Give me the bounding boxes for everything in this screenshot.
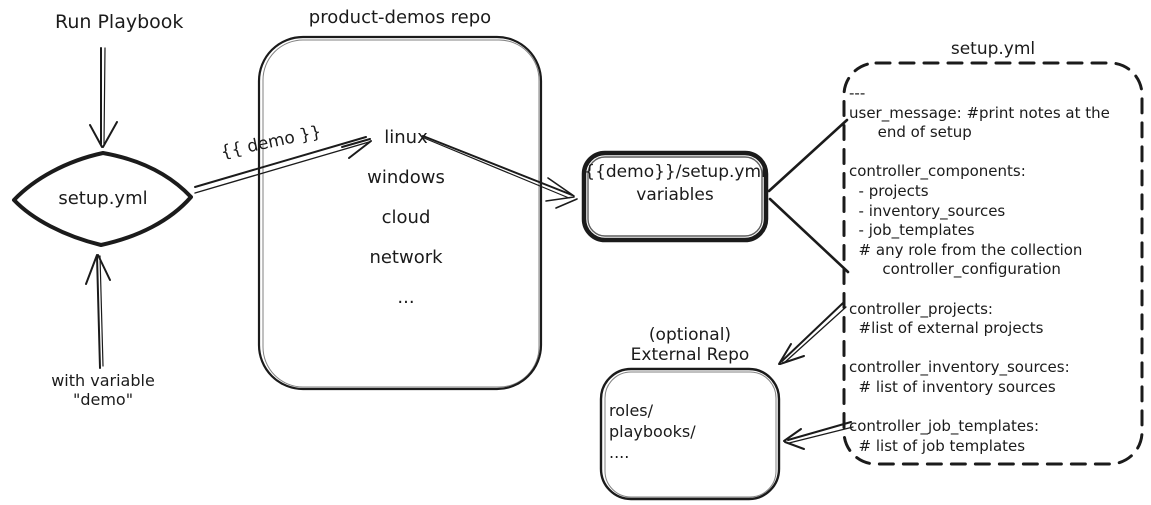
yaml-line: # list of job templates: [849, 436, 1026, 455]
yaml-line: - inventory_sources: [849, 201, 1006, 220]
repo-item-network: network: [369, 247, 443, 268]
yaml-line: controller_inventory_sources:: [849, 358, 1070, 377]
yaml-line: end of setup: [849, 123, 972, 142]
yaml-line: # list of inventory sources: [849, 377, 1056, 396]
external-repo-ellipsis: ....: [609, 443, 630, 462]
run-playbook-label: Run Playbook: [55, 11, 184, 33]
variables-to-setupyml-lines: [767, 118, 850, 274]
variables-box-line1: {{demo}}/setup.yml: [584, 162, 766, 182]
with-variable-arrow: [85, 254, 111, 369]
repo-item-list: linux windows cloud network ...: [330, 118, 482, 318]
external-repo-label-line2: External Repo: [630, 345, 750, 365]
demo-arrow: [194, 136, 372, 194]
run-playbook-arrow: [89, 47, 118, 148]
yaml-line: [849, 280, 1110, 300]
repo-item-ellipsis: ...: [397, 287, 415, 308]
product-demos-repo-title: product-demos repo: [308, 7, 492, 28]
variables-box-line2: variables: [636, 185, 714, 205]
yaml-line: [849, 398, 1110, 418]
setup-yml-box-title: setup.yml: [950, 39, 1036, 59]
yaml-line: #list of external projects: [849, 319, 1044, 338]
repo-item-linux: linux: [384, 127, 428, 148]
yaml-line: [849, 339, 1110, 359]
projects-to-external-arrow: [778, 302, 847, 365]
yaml-line: - job_templates: [849, 221, 975, 240]
yaml-line: user_message: #print notes at the: [849, 103, 1110, 122]
external-repo-content: roles/ playbooks/ ....: [609, 400, 696, 463]
product-demos-repo-box: [257, 35, 543, 391]
yaml-line: controller_projects:: [849, 299, 993, 318]
setup-yml-code: --- user_message: #print notes at the en…: [849, 84, 1110, 456]
with-variable-label: with variable "demo": [38, 371, 168, 409]
external-repo-roles: roles/: [609, 401, 654, 420]
variables-box-label: {{demo}}/setup.yml variables: [584, 161, 766, 207]
with-variable-line1: with variable: [51, 371, 155, 390]
variables-box: [581, 150, 769, 243]
repo-item-cloud: cloud: [381, 207, 431, 228]
setup-yml-diamond-shape: [12, 151, 193, 247]
setup-yml-diamond-label: setup.yml: [58, 188, 148, 209]
external-repo-box: [599, 367, 781, 501]
yaml-line: controller_job_templates:: [849, 417, 1040, 436]
yaml-line: ---: [849, 84, 866, 102]
yaml-line: - projects: [849, 181, 929, 200]
yaml-line: controller_configuration: [849, 260, 1061, 279]
job-templates-to-external-arrow: [783, 421, 854, 450]
yaml-line: controller_components:: [849, 162, 1026, 181]
external-repo-playbooks: playbooks/: [609, 422, 696, 441]
with-variable-line2: "demo": [72, 390, 134, 409]
external-repo-label-line1: (optional): [648, 325, 732, 345]
external-repo-label: (optional) External Repo: [600, 325, 780, 365]
yaml-line: # any role from the collection: [849, 240, 1083, 259]
yaml-line: [849, 143, 1110, 163]
linux-to-variables-arrow: [422, 135, 578, 209]
repo-item-windows: windows: [367, 167, 445, 188]
